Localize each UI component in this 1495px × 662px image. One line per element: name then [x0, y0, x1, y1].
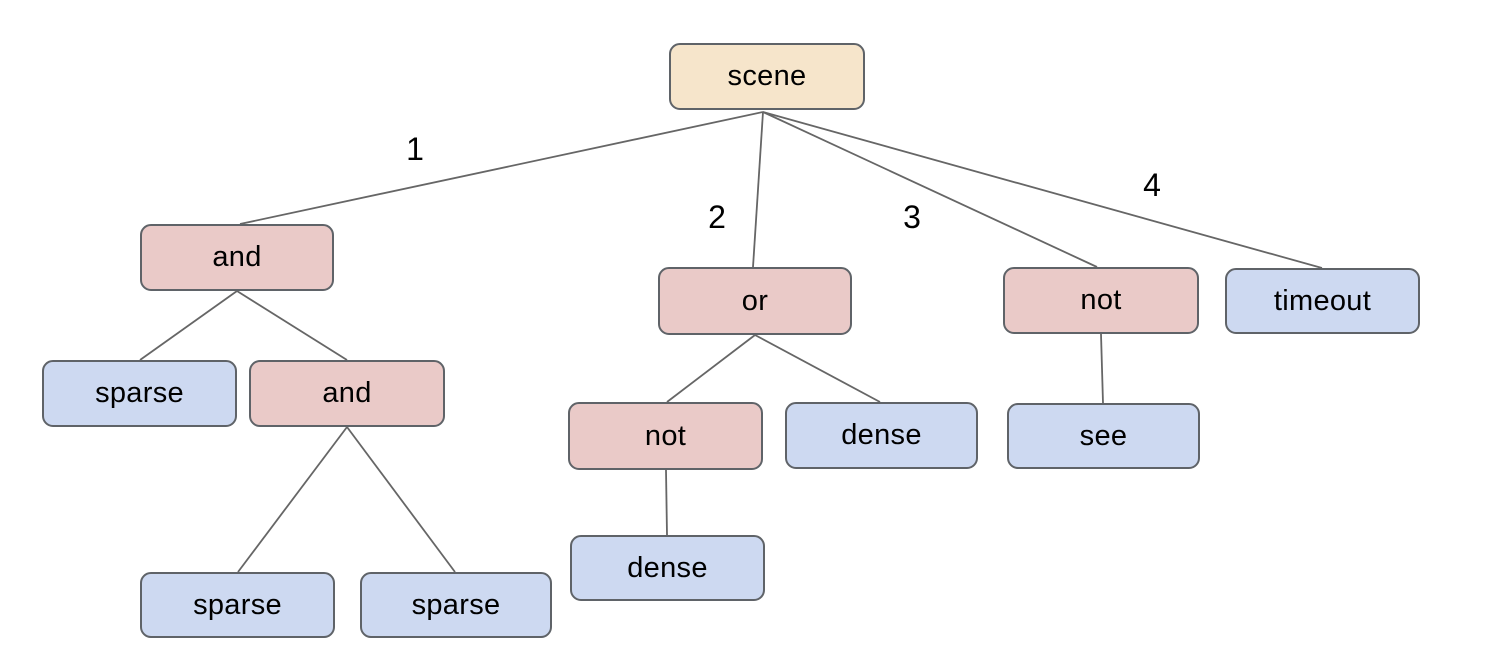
edge-scene-and1 — [239, 111, 764, 225]
node-label-scene: scene — [727, 60, 807, 92]
node-sparse2: sparse — [140, 572, 335, 638]
edge-label-3: 3 — [903, 199, 921, 235]
node-label-not1: not — [1080, 284, 1122, 316]
edge-scene-timeout — [762, 111, 1323, 269]
node-or1: or — [658, 267, 852, 335]
node-label-dense2: dense — [627, 551, 708, 584]
edge-or1-dense1 — [754, 334, 881, 403]
node-timeout: timeout — [1225, 268, 1420, 334]
node-sparse3: sparse — [360, 572, 552, 638]
edge-and1-sparse1 — [139, 290, 238, 361]
node-dense2: dense — [570, 535, 765, 601]
edge-not2-dense2 — [665, 469, 668, 536]
node-label-sparse2: sparse — [193, 588, 282, 621]
node-label-dense1: dense — [841, 419, 922, 451]
edge-or1-not2 — [666, 334, 756, 403]
edge-and1-and2 — [236, 290, 348, 361]
node-label-and2: and — [322, 377, 372, 409]
node-not1: not — [1003, 267, 1199, 334]
node-and2: and — [249, 360, 445, 427]
node-label-not2: not — [644, 419, 687, 452]
edge-label-2: 2 — [708, 199, 726, 235]
node-label-see: see — [1079, 419, 1128, 452]
edge-scene-or1 — [752, 111, 764, 268]
node-see: see — [1007, 403, 1200, 469]
node-label-or1: or — [741, 284, 769, 317]
node-dense1: dense — [785, 402, 978, 469]
node-not2: not — [568, 402, 763, 470]
edge-and2-sparse3 — [346, 426, 456, 573]
edge-scene-not1 — [762, 111, 1098, 268]
edge-and2-sparse2 — [237, 426, 348, 573]
edge-not1-see — [1100, 333, 1104, 404]
node-label-sparse3: sparse — [411, 588, 501, 621]
node-label-sparse1: sparse — [95, 377, 184, 409]
node-label-and1: and — [212, 241, 262, 273]
node-scene: scene — [669, 43, 865, 110]
node-sparse1: sparse — [42, 360, 237, 427]
edge-label-1: 1 — [406, 131, 424, 167]
edge-label-4: 4 — [1143, 167, 1161, 203]
node-label-timeout: timeout — [1273, 284, 1372, 317]
node-and1: and — [140, 224, 334, 291]
